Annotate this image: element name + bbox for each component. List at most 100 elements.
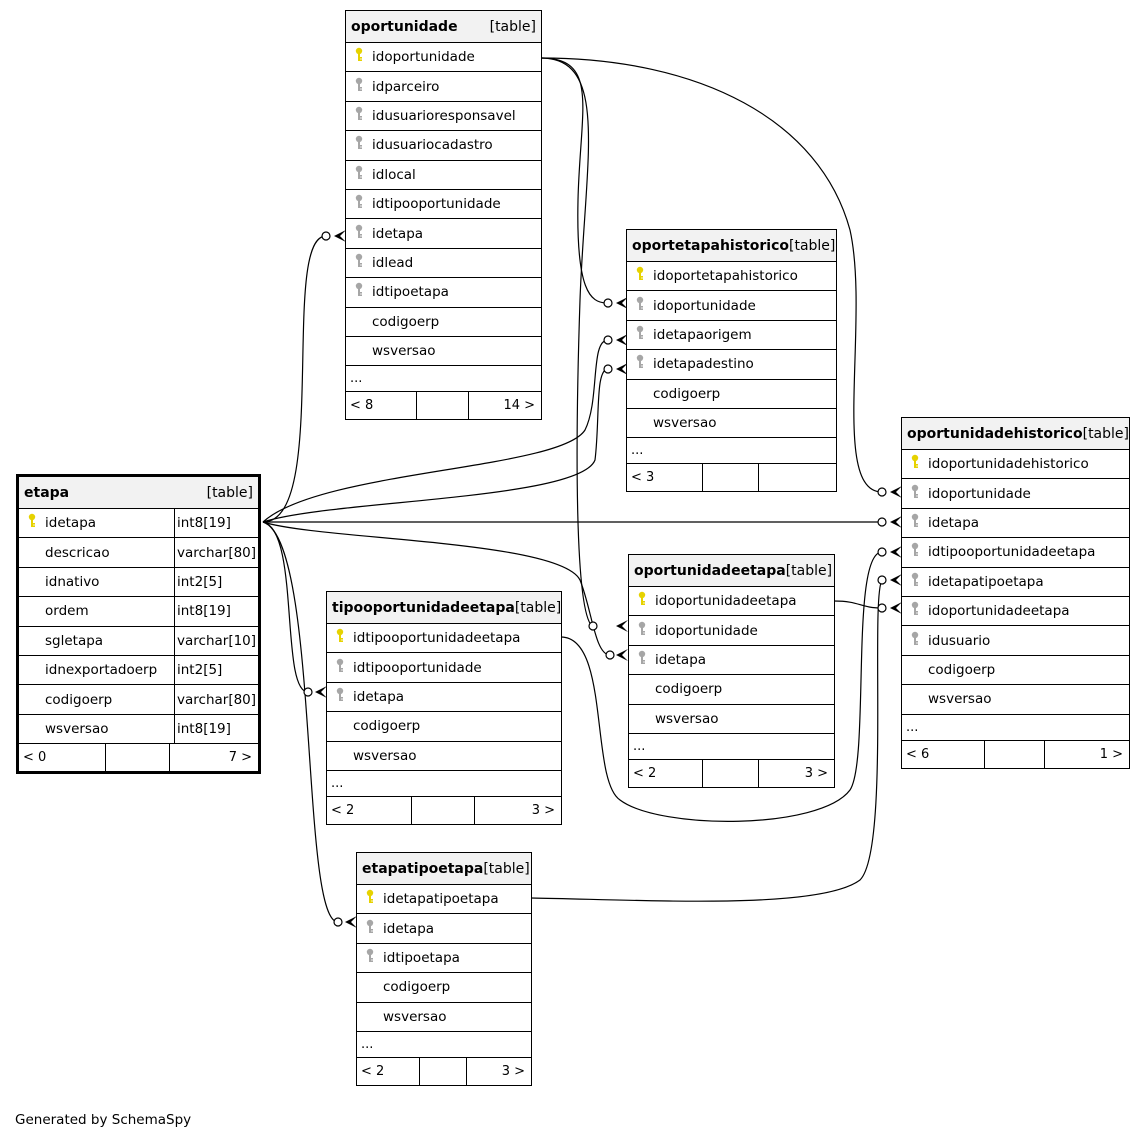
column-name: wsversao bbox=[655, 710, 719, 727]
column-row[interactable]: idetapaorigem bbox=[627, 321, 836, 351]
column-name: idetapa bbox=[655, 651, 707, 668]
table-header[interactable]: tipooportunidadeetapa[table] bbox=[327, 592, 561, 624]
column-row[interactable]: codigoerp bbox=[357, 973, 531, 1003]
child-count[interactable]: 3 > bbox=[531, 802, 555, 818]
foreign-key-icon bbox=[638, 621, 646, 641]
parent-count[interactable]: < 2 bbox=[357, 1057, 421, 1085]
column-row[interactable]: idoportunidade bbox=[346, 43, 541, 73]
column-row[interactable]: idtipoetapa bbox=[357, 944, 531, 974]
column-row[interactable]: idusuariocadastro bbox=[346, 131, 541, 161]
column-row[interactable]: idoportunidadehistorico bbox=[902, 450, 1129, 480]
table-header[interactable]: oportunidadeetapa[table] bbox=[629, 555, 834, 587]
column-row[interactable]: idtipooportunidadeetapa bbox=[327, 624, 561, 654]
foreign-key-icon bbox=[911, 484, 919, 504]
column-row[interactable]: idoportetapahistorico bbox=[627, 262, 836, 292]
column-name: idetapa bbox=[928, 514, 980, 531]
crow-foot-marker bbox=[616, 363, 628, 375]
column-row[interactable]: idtipooportunidadeetapa bbox=[902, 538, 1129, 568]
relation-edge bbox=[560, 551, 883, 822]
child-count[interactable] bbox=[759, 464, 836, 491]
column-row[interactable]: idlocal bbox=[346, 161, 541, 190]
column-type: int2[5] bbox=[174, 567, 258, 597]
column-row[interactable]: codigoerp bbox=[627, 380, 836, 409]
crow-foot-marker bbox=[890, 574, 902, 586]
foreign-key-icon bbox=[355, 77, 363, 97]
column-name: idetapa bbox=[372, 225, 424, 242]
column-row[interactable]: idusuario bbox=[902, 626, 1129, 656]
relation-edge bbox=[262, 521, 611, 656]
table-header[interactable]: oportetapahistorico[table] bbox=[627, 230, 836, 262]
table-header[interactable]: etapatipoetapa[table] bbox=[357, 853, 531, 885]
column-row[interactable]: wsversao bbox=[327, 742, 561, 771]
column-row[interactable]: wsversao bbox=[629, 705, 834, 734]
column-row[interactable]: codigoerp bbox=[327, 712, 561, 742]
column-row[interactable]: wsversao bbox=[902, 685, 1129, 715]
column-row[interactable]: idoportunidade bbox=[629, 616, 834, 646]
parent-count[interactable]: < 3 bbox=[627, 464, 703, 492]
foreign-key-icon bbox=[911, 572, 919, 592]
column-row[interactable]: idetapa bbox=[346, 219, 541, 249]
column-name: codigoerp bbox=[655, 681, 723, 698]
child-count[interactable]: 1 > bbox=[1099, 746, 1123, 762]
column-row[interactable]: idetapadestino bbox=[627, 350, 836, 380]
column-row[interactable]: idlead bbox=[346, 249, 541, 279]
column-row[interactable]: idtipooportunidade bbox=[346, 190, 541, 220]
column-row[interactable]: idtipooportunidade bbox=[327, 653, 561, 683]
column-row[interactable]: idetapatipoetapa bbox=[902, 568, 1129, 597]
table-oportetapahistorico[interactable]: oportetapahistorico[table]idoportetapahi… bbox=[626, 229, 837, 493]
parent-count[interactable]: < 8 bbox=[346, 392, 417, 420]
child-count[interactable]: 3 > bbox=[501, 1063, 525, 1079]
column-row[interactable]: idetapatipoetapa bbox=[357, 885, 531, 915]
child-count[interactable]: 14 > bbox=[503, 398, 536, 414]
table-tipooportunidadeetapa[interactable]: tipooportunidadeetapa[table]idtipooportu… bbox=[326, 591, 562, 825]
column-row[interactable]: idoportunidadeetapa bbox=[629, 587, 834, 617]
relation-edge bbox=[262, 339, 609, 523]
parent-count[interactable]: < 0 bbox=[19, 744, 107, 772]
column-name: idoportunidadeetapa bbox=[655, 593, 797, 610]
column-row[interactable]: codigoerp bbox=[629, 675, 834, 705]
relation-end-marker bbox=[333, 917, 343, 927]
parent-count[interactable]: < 2 bbox=[327, 796, 413, 824]
column-row[interactable]: codigoerp bbox=[346, 308, 541, 337]
column-name: codigoerp bbox=[653, 385, 721, 402]
parent-count[interactable]: < 6 bbox=[902, 740, 985, 768]
table-header[interactable]: oportunidade[table] bbox=[346, 11, 541, 43]
column-row[interactable]: idtipoetapa bbox=[346, 278, 541, 308]
column-row[interactable]: wsversao bbox=[627, 409, 836, 439]
column-row[interactable]: codigoerp bbox=[902, 656, 1129, 686]
column-row[interactable]: idetapa bbox=[357, 914, 531, 944]
table-oportunidadeetapa[interactable]: oportunidadeetapa[table] idoportunidadeet… bbox=[628, 554, 835, 788]
foreign-key-icon bbox=[636, 325, 644, 345]
column-row[interactable]: wsversao bbox=[357, 1003, 531, 1032]
foreign-key-icon bbox=[911, 631, 919, 651]
column-row[interactable]: idoportunidadeetapa bbox=[902, 597, 1129, 627]
column-row[interactable]: idoportunidade bbox=[627, 291, 836, 321]
column-row[interactable]: idetapa bbox=[902, 509, 1129, 539]
column-row[interactable]: idusuarioresponsavel bbox=[346, 102, 541, 132]
primary-key-icon bbox=[28, 513, 36, 533]
column-row[interactable]: idetapa bbox=[327, 683, 561, 713]
column-row[interactable]: idetapa bbox=[629, 646, 834, 676]
column-name: codigoerp bbox=[383, 979, 451, 996]
column-row[interactable]: idparceiro bbox=[346, 72, 541, 102]
column-row[interactable]: idoportunidade bbox=[902, 479, 1129, 509]
column-row[interactable]: wsversao bbox=[346, 337, 541, 367]
child-count[interactable]: 3 > bbox=[804, 765, 828, 781]
table-oportunidadehistorico[interactable]: oportunidadehistorico[table]idoportunida… bbox=[901, 417, 1130, 769]
child-count[interactable]: 7 > bbox=[228, 750, 252, 766]
table-header[interactable]: oportunidadehistorico[table] bbox=[902, 418, 1129, 450]
table-name: oportunidade bbox=[351, 18, 458, 35]
table-header[interactable]: etapa[table] bbox=[19, 477, 258, 509]
parent-count[interactable]: < 2 bbox=[629, 759, 704, 787]
